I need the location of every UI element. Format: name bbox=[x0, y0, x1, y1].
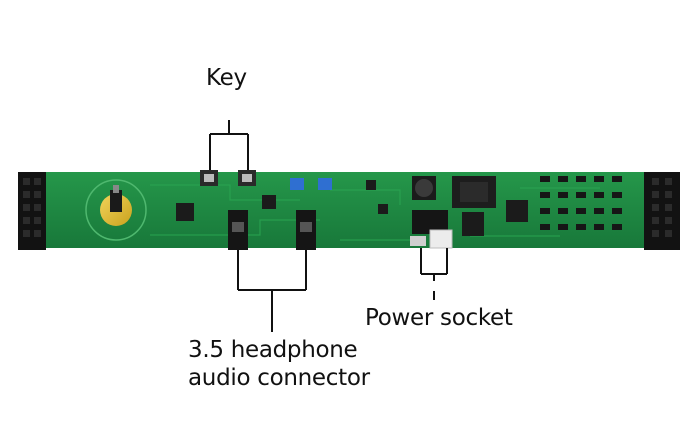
jumper-pin-grid bbox=[540, 176, 622, 230]
tactile-key-left bbox=[200, 170, 218, 186]
power-connector bbox=[429, 229, 453, 249]
headphone-jack-right bbox=[296, 210, 316, 250]
ic-chip bbox=[506, 200, 528, 222]
audio-connector-label-line2: audio connector bbox=[188, 365, 370, 391]
power-callout-lines bbox=[420, 248, 448, 300]
power-socket-usb bbox=[410, 236, 426, 246]
inductor bbox=[412, 176, 436, 200]
ic-chip bbox=[176, 203, 194, 221]
audio-connector-label-line1: 3.5 headphone bbox=[188, 337, 358, 363]
power-socket-label: Power socket bbox=[365, 305, 513, 331]
ic-chip bbox=[378, 204, 388, 214]
key-label: Key bbox=[206, 65, 247, 91]
circuit-board bbox=[18, 170, 680, 250]
voltage-regulator bbox=[452, 176, 496, 208]
headphone-jack-left bbox=[228, 210, 248, 250]
ic-chip bbox=[366, 180, 376, 190]
left-pin-header bbox=[18, 172, 46, 250]
ic-chip bbox=[262, 195, 276, 209]
potentiometer bbox=[318, 178, 332, 190]
key-callout-lines bbox=[209, 120, 249, 170]
audio-callout-lines bbox=[237, 250, 307, 332]
tactile-key-right bbox=[238, 170, 256, 186]
ic-chip bbox=[462, 212, 484, 236]
coin-battery bbox=[85, 179, 147, 241]
potentiometer bbox=[290, 178, 304, 190]
right-pin-header bbox=[644, 172, 680, 250]
